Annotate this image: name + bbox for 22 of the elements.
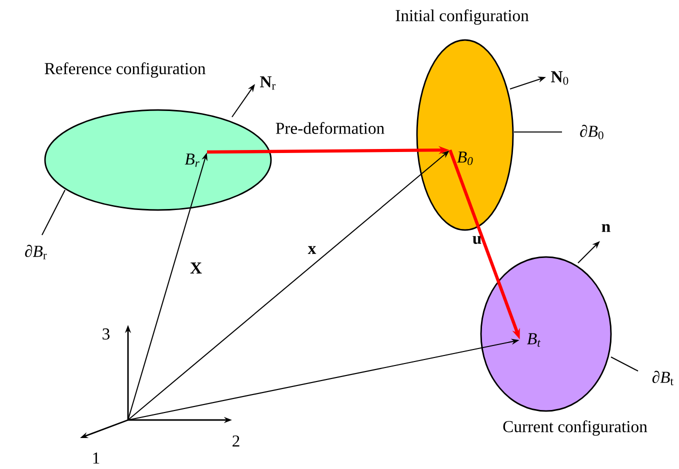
configuration-title: Reference configuration [44, 62, 206, 78]
configuration-title: Initial configuration [396, 9, 529, 25]
boundary-label: ∂B$_{0}$ [580, 124, 604, 140]
leader-line [610, 356, 638, 372]
edge-label: u [472, 236, 482, 244]
axis-label: 3 [102, 328, 110, 340]
leader-line [514, 131, 562, 133]
edge-label: X [190, 262, 202, 274]
edge-label: x [308, 246, 316, 254]
normal-vector: n [578, 224, 610, 264]
axis-label: 2 [232, 435, 240, 447]
boundary-label: ∂B$_{t}$ [652, 370, 674, 386]
axis-label: 1 [93, 452, 100, 464]
configuration-title: Current configuration [503, 420, 648, 436]
leader-line [42, 190, 66, 236]
boundary-label: ∂B$_{r}$ [25, 244, 47, 260]
edge-label: Pre-deformation [276, 122, 384, 134]
normal-vector: N$_{r}$ [232, 76, 276, 118]
normal-vector: N$_{0}$ [510, 71, 568, 90]
body-label: B$_{r}$ [184, 154, 200, 167]
body-label: B$_{t}$ [527, 333, 541, 347]
body-label: B$_{0}$ [457, 152, 473, 166]
